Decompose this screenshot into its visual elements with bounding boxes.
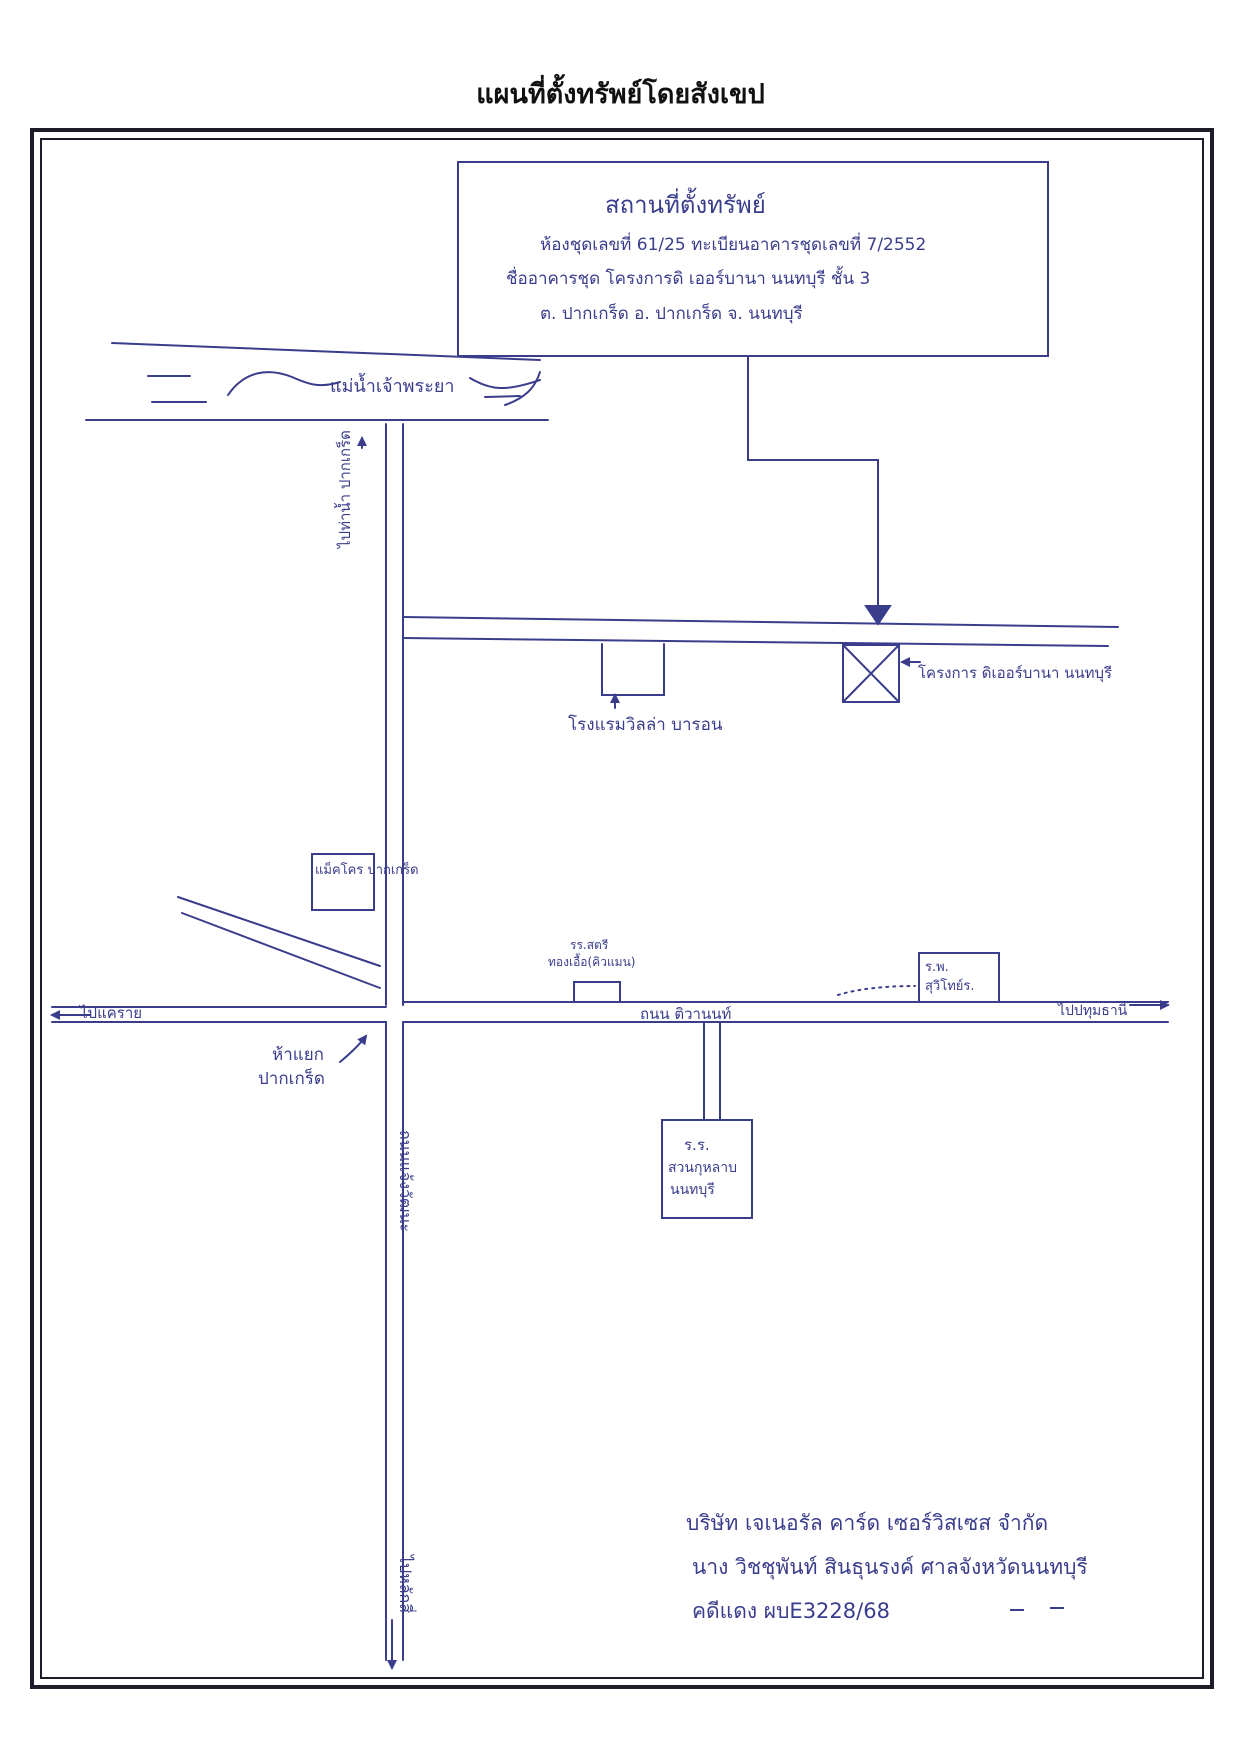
hotel-box	[601, 643, 665, 696]
court-box	[661, 1119, 753, 1219]
river-bank-upper	[111, 342, 541, 361]
to-west-label: ไปแคราย	[79, 1004, 142, 1022]
hospital-label-1: ร.พ.	[925, 960, 949, 975]
location-arrowhead-icon	[864, 605, 892, 626]
river-wave-3	[227, 371, 341, 396]
location-leader-line	[747, 355, 879, 609]
location-heading: สถานที่ตั้งทรัพย์	[605, 187, 766, 219]
signature-line-2: นาง วิชชุพันท์ สินธุนรงค์ ศาลจังหวัดนนทบ…	[692, 1555, 1088, 1580]
location-line-1: ห้องชุดเลขที่ 61/25 ทะเบียนอาคารชุดเลขที…	[540, 232, 926, 255]
school-box	[573, 981, 621, 1003]
school-label-2: ทองเอื้อ(คิวแมน)	[548, 953, 635, 969]
diagonal-road-north-edge	[177, 896, 381, 967]
hospital-dotted-mark	[837, 985, 916, 996]
intersection-label-2: ปากเกร็ด	[258, 1067, 325, 1089]
hospital-box	[918, 952, 1000, 1003]
makro-label: แม็คโคร ปากเกร็ด	[315, 860, 419, 878]
court-label-1: ร.ร.	[684, 1136, 710, 1154]
soi-north-edge	[402, 616, 1119, 628]
signature-line-3: คดีแดง ผบE3228/68	[692, 1599, 890, 1623]
to-east-label: ไปปทุมธานี	[1057, 1002, 1128, 1019]
diagonal-road-south-edge	[181, 912, 381, 989]
intersection-label-1: ห้าแยก	[272, 1045, 324, 1065]
hospital-label-2: สุวิโทย์ร.	[925, 978, 975, 994]
project-cross-b	[842, 644, 900, 703]
soi-south-edge	[402, 637, 1109, 647]
page-title: แผนที่ตั้งทรัพย์โดยสังเขป	[476, 79, 765, 110]
school-label-1: รร.สตรี	[570, 938, 609, 952]
makro-box	[311, 853, 375, 911]
intersection-pointer-arrow	[339, 1034, 368, 1063]
map-frame-inner	[40, 138, 1204, 1679]
map-frame-outer	[30, 128, 1214, 1689]
river-label: แม่น้ำเจ้าพระยา	[330, 373, 455, 397]
river-wave-6	[484, 395, 521, 398]
to-pier-label: ไปท่าน้ำ ปากเกร็ด	[334, 430, 354, 549]
court-label-3: นนทบุรี	[670, 1182, 715, 1198]
location-line-3: ต. ปากเกร็ด อ. ปากเกร็ด จ. นนทบุรี	[540, 302, 803, 324]
river-wave-4	[469, 377, 541, 390]
to-south-label: ไปหลักสี่	[396, 1553, 417, 1613]
signature-line-1: บริษัท เจเนอรัล คาร์ด เซอร์วิสเซส จำกัด	[686, 1511, 1048, 1535]
location-info-box	[457, 161, 1049, 357]
vertical-road-label: ถนนแจ้งวัฒนะ	[396, 1130, 415, 1232]
project-label: โครงการ ดิเออร์บานา นนทบุรี	[918, 664, 1112, 683]
project-box	[842, 644, 900, 703]
hotel-label: โรงแรมวิลล่า บารอน	[568, 714, 723, 735]
signature-dashes	[1010, 1607, 1064, 1611]
river-wave-5	[504, 371, 541, 406]
location-line-2: ชื่ออาคารชุด โครงการดิ เออร์บานา นนทบุรี…	[506, 266, 870, 289]
main-road-label: ถนน ติวานนท์	[640, 1005, 731, 1023]
court-label-2: สวนกุหลาบ	[668, 1160, 737, 1176]
